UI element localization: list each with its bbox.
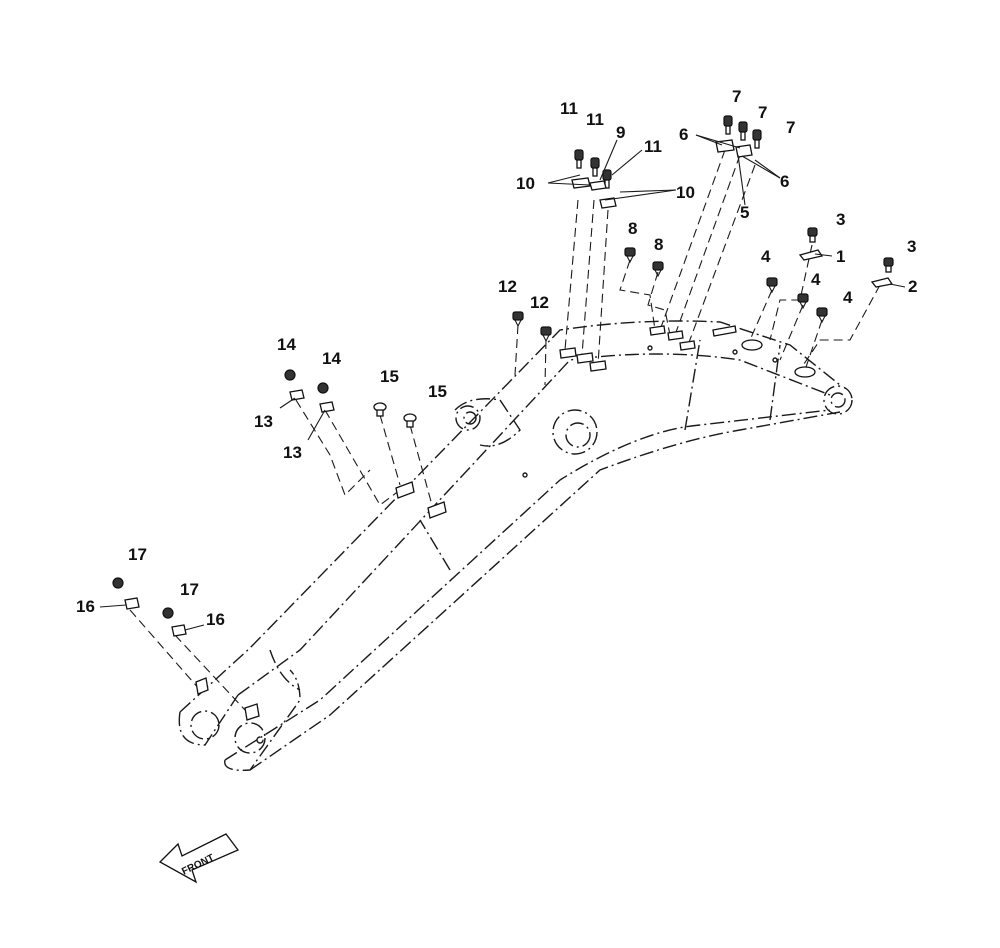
hardware-parts xyxy=(112,115,894,721)
clip-icon xyxy=(624,247,636,264)
clamp-icon xyxy=(171,624,187,637)
clamp-icon xyxy=(715,139,735,153)
callout-12: 12 xyxy=(498,277,517,296)
boom-outline xyxy=(178,320,853,771)
callout-7: 7 xyxy=(786,118,795,137)
callout-9: 9 xyxy=(616,123,625,142)
plate-icon xyxy=(794,366,816,378)
front-arrow-icon xyxy=(158,833,240,884)
clamp-icon xyxy=(649,325,666,336)
callout-7: 7 xyxy=(732,87,741,106)
clamp-icon xyxy=(395,481,415,499)
callout-11: 11 xyxy=(560,99,578,118)
callout-6: 6 xyxy=(780,172,789,191)
plate-icon xyxy=(798,249,824,261)
callout-10: 10 xyxy=(676,183,695,202)
clamp-icon xyxy=(576,352,594,364)
clamp-icon xyxy=(589,360,607,372)
callout-16: 16 xyxy=(76,597,95,616)
cap-icon xyxy=(373,402,387,417)
callout-13: 13 xyxy=(254,412,273,431)
clip-icon xyxy=(512,311,524,328)
nut-icon xyxy=(112,577,124,589)
assembly-lines xyxy=(129,149,881,711)
clamp-icon xyxy=(319,401,335,413)
plate-icon xyxy=(870,277,894,288)
callout-3: 3 xyxy=(907,237,916,256)
bolt-icon xyxy=(752,129,762,149)
callout-6: 6 xyxy=(679,125,688,144)
clamp-icon xyxy=(559,347,577,359)
callout-3: 3 xyxy=(836,210,845,229)
callout-4: 4 xyxy=(843,288,853,307)
callout-4: 4 xyxy=(811,270,821,289)
bolt-icon xyxy=(807,227,818,243)
nut-icon xyxy=(162,607,174,619)
clamp-icon xyxy=(667,330,684,341)
bolt-icon xyxy=(590,157,600,177)
bolt-icon xyxy=(738,121,748,141)
clip-icon xyxy=(766,277,778,294)
front-arrow: FRONT xyxy=(158,833,240,884)
callout-17: 17 xyxy=(180,580,199,599)
cap-icon xyxy=(403,413,417,428)
callout-17: 17 xyxy=(128,545,147,564)
callout-2: 2 xyxy=(908,277,917,296)
callout-15: 15 xyxy=(428,382,447,401)
nut-icon xyxy=(284,369,296,381)
clip-icon xyxy=(816,307,828,324)
bolt-icon xyxy=(574,149,584,169)
bolt-icon xyxy=(883,257,894,273)
plate-icon xyxy=(741,339,763,351)
callout-16: 16 xyxy=(206,610,225,629)
clamp-icon xyxy=(289,389,305,401)
connector-icon xyxy=(712,325,737,337)
clamp-icon xyxy=(571,177,591,189)
callout-14: 14 xyxy=(322,349,341,368)
nut-icon xyxy=(317,382,329,394)
callout-leaders xyxy=(99,134,906,631)
clamp-icon xyxy=(244,703,260,721)
callout-4: 4 xyxy=(761,247,771,266)
callout-13: 13 xyxy=(283,443,302,462)
callout-11: 11 xyxy=(644,137,662,156)
callout-10: 10 xyxy=(516,174,535,193)
callout-8: 8 xyxy=(628,219,637,238)
callout-labels: 1 2 3 3 4 4 4 5 6 6 7 7 7 8 8 9 10 10 11… xyxy=(76,87,917,629)
clamp-icon xyxy=(599,197,617,209)
clamp-icon xyxy=(589,180,607,191)
bolt-icon xyxy=(723,115,733,135)
callout-5: 5 xyxy=(740,203,749,222)
callout-8: 8 xyxy=(654,235,663,254)
clip-icon xyxy=(652,261,664,278)
clamp-icon xyxy=(124,597,140,610)
clamp-icon xyxy=(679,340,696,351)
callout-12: 12 xyxy=(530,293,549,312)
callout-7: 7 xyxy=(758,103,767,122)
clip-icon xyxy=(797,293,809,310)
clip-icon xyxy=(540,326,552,343)
callout-11: 11 xyxy=(586,110,604,129)
callout-1: 1 xyxy=(836,247,845,266)
clamp-icon xyxy=(195,677,209,695)
callout-15: 15 xyxy=(380,367,399,386)
clamp-icon xyxy=(427,501,447,519)
callout-14: 14 xyxy=(277,335,296,354)
